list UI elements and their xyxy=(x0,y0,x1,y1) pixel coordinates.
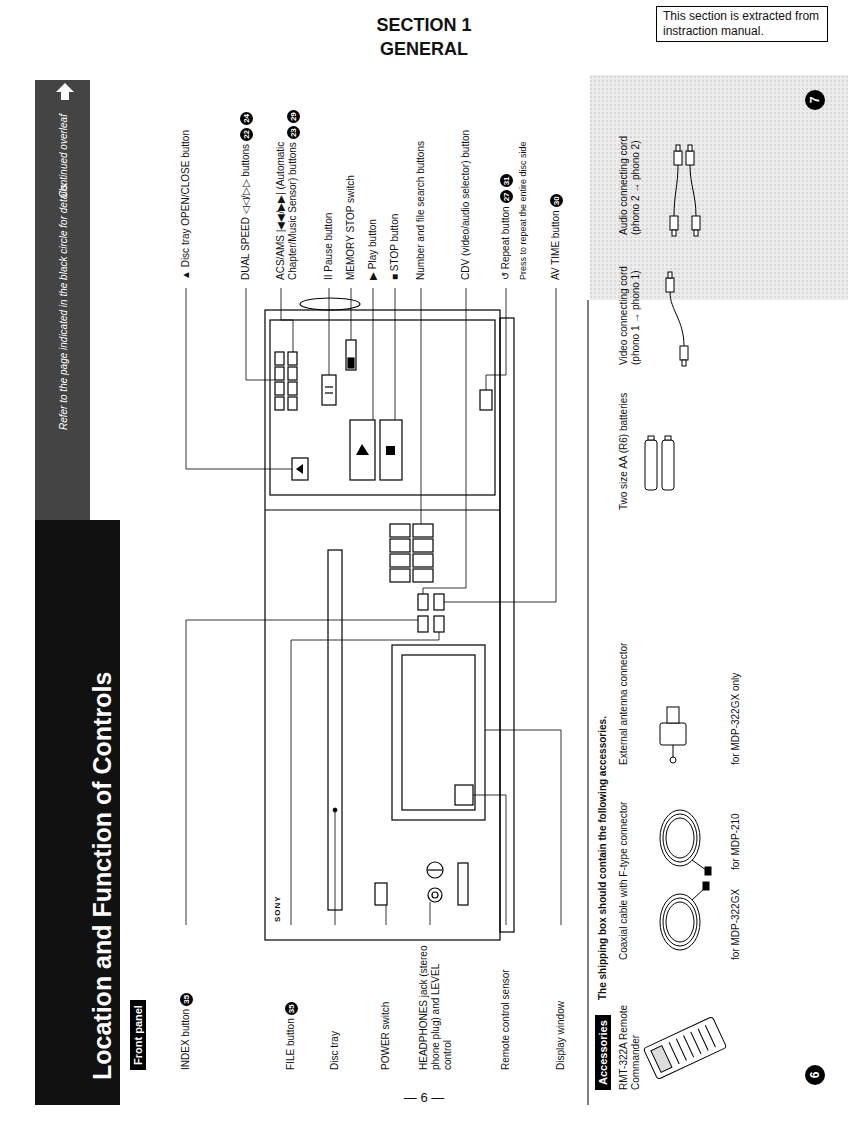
callout-label: Coaxial cable with F-type connector xyxy=(618,802,629,960)
box-text: Front panel xyxy=(131,1005,145,1065)
callout-label: RMT-322A Remote Commander xyxy=(618,1005,641,1090)
callout-label: ACS/AMS |◀◀/▶▶| (Automatic Chapter/Music… xyxy=(275,142,298,280)
label-group: — 6 — xyxy=(404,1092,444,1104)
callout-label: for MDP-210 xyxy=(730,813,741,870)
callout-number: 7 xyxy=(805,90,825,110)
callout-label: ■ STOP button xyxy=(389,214,400,280)
label-group: Remote control sensor xyxy=(500,969,512,1070)
label-group: ▶ Play button xyxy=(367,219,379,280)
note-box: This section is extracted from instracti… xyxy=(656,6,828,42)
callout-label: Audio connecting cord (phono 2 → phono 2… xyxy=(618,136,641,235)
callout-label: ▶ Play button xyxy=(367,219,378,280)
callout-label: Number and file search buttons xyxy=(415,141,426,280)
label-group: GENERAL xyxy=(380,38,468,60)
callout-label: POWER switch xyxy=(380,1002,391,1070)
label-group: ■ STOP button xyxy=(389,214,401,280)
callout-label: INDEX button xyxy=(180,1009,191,1070)
label-group: Video connecting cord (phono 1 → phono 1… xyxy=(618,250,642,365)
label-group: Coaxial cable with F-type connector xyxy=(618,780,630,960)
label-group: RMT-322A Remote Commander xyxy=(618,970,642,1090)
callout-label: Two size AA (R6) batteries xyxy=(618,393,629,510)
callout-label: MEMORY STOP switch xyxy=(345,175,356,280)
callout-label: for MDP-322GX xyxy=(730,889,741,960)
callout-label: External antenna connector xyxy=(618,643,629,765)
label-group: Number and file search buttons xyxy=(415,141,427,280)
callout-label: Remote control sensor xyxy=(500,969,511,1070)
callout-label: for MDP-322GX only xyxy=(730,673,741,765)
callout-label: DUAL SPEED ◁◁/▷▷ buttons xyxy=(240,144,251,280)
label-group: External antenna connector xyxy=(618,615,630,765)
label-group: FILE button 35 xyxy=(285,1002,298,1070)
label-group: HEADPHONES jack (stereo phone plug) and … xyxy=(418,935,454,1070)
callout-label: Display window xyxy=(555,1001,566,1070)
label-group: Display window xyxy=(555,1001,567,1070)
callout-label: Press to repeat the entire disc side xyxy=(518,141,528,280)
player-front-panel xyxy=(265,298,514,940)
label-group: for MDP-322GX only xyxy=(730,673,742,765)
accessory-drawings xyxy=(643,145,726,1079)
callout-number: 24 xyxy=(240,112,253,125)
label-group: Press to repeat the entire disc side xyxy=(517,141,529,280)
label-group: for MDP-210 xyxy=(730,813,742,870)
label-group: MEMORY STOP switch xyxy=(345,175,357,280)
callout-number: 30 xyxy=(550,194,563,207)
callout-label: GENERAL xyxy=(380,39,468,59)
box-text: Accessories xyxy=(596,1020,610,1085)
label-group: DUAL SPEED ◁◁/▷▷ buttons 22 24 xyxy=(240,112,253,280)
callout-number: 35 xyxy=(180,993,193,1006)
leader-lines xyxy=(186,288,561,925)
header-banner xyxy=(35,80,120,1105)
label-group: AV TIME button 30 xyxy=(550,194,563,280)
divider xyxy=(588,300,589,1105)
callout-number: 23 xyxy=(287,126,300,139)
callout-number: 6 xyxy=(805,1065,825,1085)
label-group: Audio connecting cord (phono 2 → phono 2… xyxy=(618,110,642,235)
callout-label: AV TIME button xyxy=(550,210,561,280)
label-group: ▲ Disc tray OPEN/CLOSE button xyxy=(180,130,192,280)
callout-label: Continued overleaf xyxy=(58,114,69,198)
label-group: INDEX button 35 xyxy=(180,993,193,1070)
callout-label: ↺ Repeat button xyxy=(500,206,511,280)
callout-label: II Pause button xyxy=(323,213,334,280)
label-group: II Pause button xyxy=(323,213,335,280)
callout-label: Disc tray xyxy=(329,1031,340,1070)
label-group: for MDP-322GX xyxy=(730,889,742,960)
front-panel-illustration xyxy=(30,75,848,1110)
section-tag: Front panel xyxy=(130,1000,146,1070)
callout-label: FILE button xyxy=(285,1018,296,1070)
callout-label: — 6 — xyxy=(404,1090,444,1105)
label-group: Refer to the page indicated in the black… xyxy=(58,182,70,430)
label-group: SECTION 1 xyxy=(376,14,471,36)
callout-label: SONY xyxy=(273,895,282,922)
label-group: SONY xyxy=(272,895,284,922)
label-group: POWER switch xyxy=(380,1002,392,1070)
label-group: The shipping box should contain the foll… xyxy=(597,716,609,1000)
page-title: Location and Function of Controls xyxy=(88,672,116,1080)
label-group: 6 xyxy=(805,1065,825,1085)
label-group: Continued overleaf xyxy=(58,114,70,198)
callout-number: 27 xyxy=(500,190,513,203)
section-tag: Accessories xyxy=(595,1015,611,1090)
callout-number: 29 xyxy=(287,110,300,123)
label-group: ACS/AMS |◀◀/▶▶| (Automatic Chapter/Music… xyxy=(275,85,300,280)
callout-label: CDV (video/audio selector) button xyxy=(460,130,471,280)
callout-number: 35 xyxy=(285,1002,298,1015)
label-group: Two size AA (R6) batteries xyxy=(618,375,630,510)
callout-number: 22 xyxy=(240,128,253,141)
box-text: This section is extracted from instracti… xyxy=(663,9,821,39)
label-group: 7 xyxy=(805,90,825,110)
label-group: Disc tray xyxy=(329,1031,341,1070)
callout-number: 31 xyxy=(500,174,513,187)
callout-label: ▲ Disc tray OPEN/CLOSE button xyxy=(180,130,191,280)
callout-label: SECTION 1 xyxy=(376,15,471,35)
callout-label: Video connecting cord (phono 1 → phono 1… xyxy=(618,266,641,365)
label-group: CDV (video/audio selector) button xyxy=(460,130,472,280)
callout-label: Refer to the page indicated in the black… xyxy=(58,182,69,430)
callout-label: HEADPHONES jack (stereo phone plug) and … xyxy=(418,946,453,1070)
callout-label: The shipping box should contain the foll… xyxy=(597,716,608,1000)
label-group: ↺ Repeat button 27 31 xyxy=(500,174,513,280)
rotated-sheet: Location and Function of ControlsFront p… xyxy=(30,75,848,1110)
